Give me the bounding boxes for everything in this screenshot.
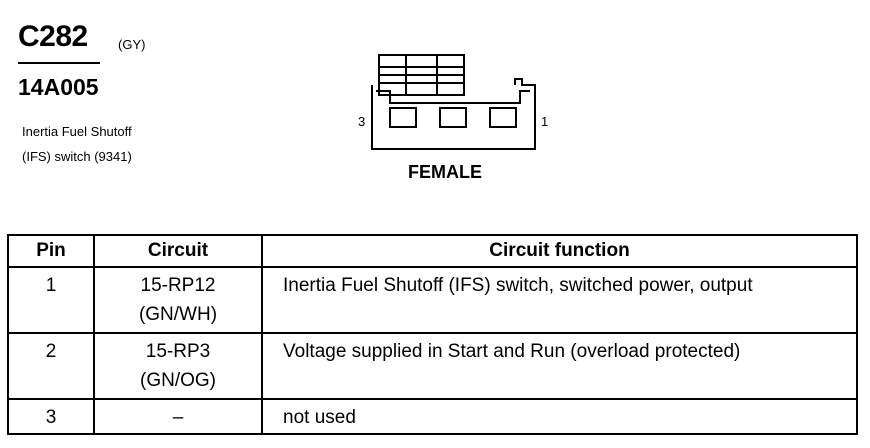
pin-number: 2	[7, 332, 95, 400]
circuit-cell: –	[93, 398, 263, 435]
table-row: 2 15-RP3 (GN/OG) Voltage supplied in Sta…	[7, 332, 858, 400]
header-circuit: Circuit	[93, 234, 263, 268]
circuit-id: –	[172, 407, 184, 428]
connector-id: C282	[18, 20, 88, 53]
pin-number: 3	[7, 398, 95, 435]
circuit-id: 15-RP3	[145, 341, 211, 362]
circuit-cell: 15-RP12 (GN/WH)	[93, 266, 263, 334]
wire-color: (GN/OG)	[140, 370, 216, 391]
pin-label-right: 1	[541, 114, 548, 129]
wire-color: (GN/WH)	[138, 304, 218, 325]
table-header-row: Pin Circuit Circuit function	[7, 234, 858, 268]
circuit-cell: 15-RP3 (GN/OG)	[93, 332, 263, 400]
pin-cavity-2	[439, 107, 467, 128]
pin-label-left: 3	[358, 114, 365, 129]
circuit-id: 15-RP12	[140, 275, 216, 296]
pin-number: 1	[7, 266, 95, 334]
component-description-line2: (IFS) switch (9341)	[22, 149, 132, 164]
table-row: 3 – not used	[7, 398, 858, 435]
circuit-function: not used	[261, 398, 858, 435]
pin-table: Pin Circuit Circuit function 1 15-RP12 (…	[7, 234, 858, 435]
component-description-line1: Inertia Fuel Shutoff	[22, 124, 132, 139]
connector-gender-label: FEMALE	[408, 162, 482, 182]
connector-face-diagram: 3 1	[358, 54, 548, 150]
connector-color-code: (GY)	[118, 37, 146, 52]
header-circuit-function: Circuit function	[261, 234, 858, 268]
circuit-function: Inertia Fuel Shutoff (IFS) switch, switc…	[261, 266, 858, 334]
header-pin: Pin	[7, 234, 95, 268]
pin-cavity-1	[489, 107, 517, 128]
pin-cavity-3	[389, 107, 417, 128]
connector-housing	[371, 78, 536, 150]
circuit-function: Voltage supplied in Start and Run (overl…	[261, 332, 858, 400]
table-row: 1 15-RP12 (GN/WH) Inertia Fuel Shutoff (…	[7, 266, 858, 334]
title-underline	[18, 62, 100, 64]
part-number: 14A005	[18, 74, 99, 100]
